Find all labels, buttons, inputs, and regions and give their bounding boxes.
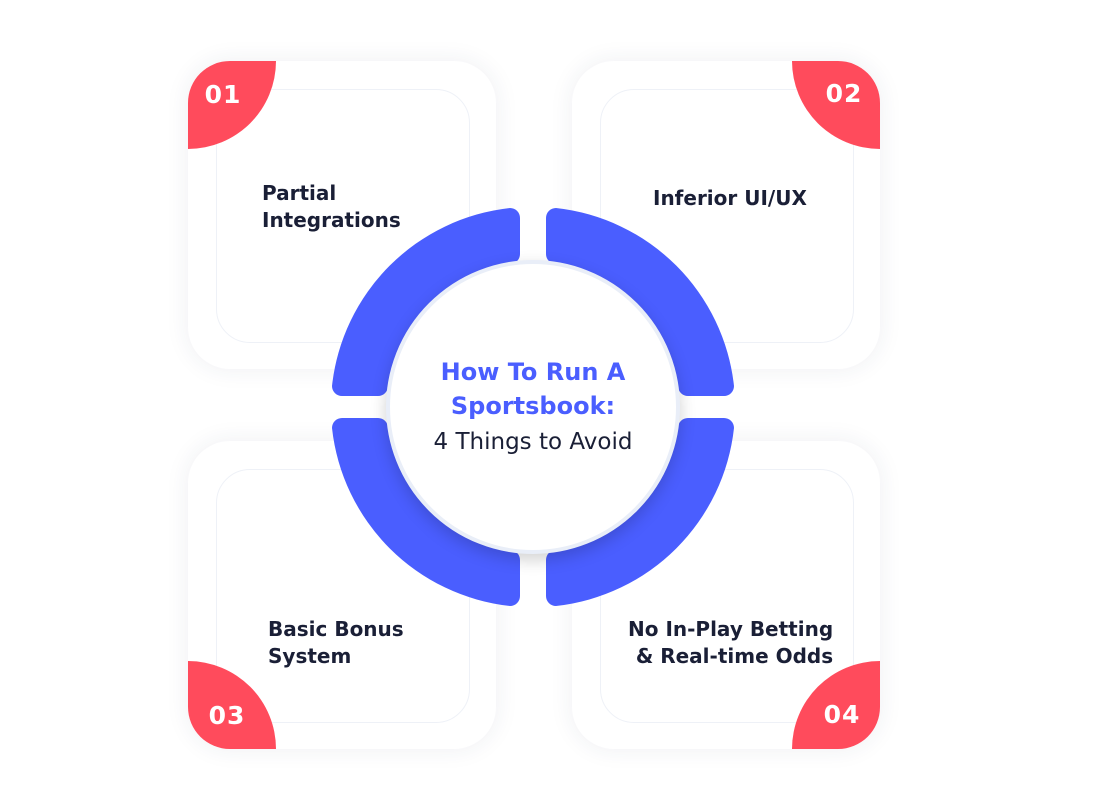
card-label-01: Partial Integrations <box>262 180 401 234</box>
card-label-line-1: No In-Play Betting <box>628 617 834 641</box>
badge-04: 04 <box>792 661 880 749</box>
card-label-02: Inferior UI/UX <box>653 185 807 212</box>
card-label-line-2: & Real-time Odds <box>635 644 834 668</box>
ring-segment-top-right <box>546 208 734 396</box>
card-label-line-2: Integrations <box>262 208 401 232</box>
card-label-04: No In-Play Betting & Real-time Odds <box>628 616 833 670</box>
center-title: How To Run A Sportsbook: <box>440 358 626 420</box>
ring-segment-top-left <box>332 208 520 396</box>
ring-segment-bottom-left <box>332 418 520 606</box>
center-circle: How To Run A Sportsbook: 4 Things to Avo… <box>386 260 680 554</box>
card-label-line-1: Inferior UI/UX <box>653 186 807 210</box>
ring-segment-bottom-right <box>546 418 734 606</box>
card-01: 01 Partial Integrations <box>188 61 496 369</box>
center-subtitle: 4 Things to Avoid <box>433 429 633 455</box>
card-label-03: Basic Bonus System <box>268 616 404 670</box>
card-label-line-2: System <box>268 644 352 668</box>
card-04: 04 No In-Play Betting & Real-time Odds <box>572 441 880 749</box>
card-label-line-1: Partial <box>262 181 337 205</box>
card-label-line-1: Basic Bonus <box>268 617 404 641</box>
